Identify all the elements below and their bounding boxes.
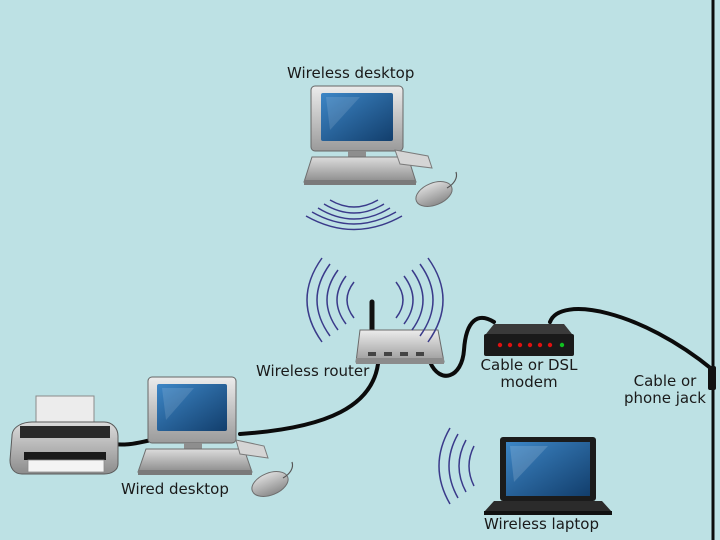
modem-icon xyxy=(484,324,574,356)
modem-label-line1: Cable or DSL xyxy=(480,356,578,374)
cable-modem-to-jack xyxy=(548,307,715,372)
phone-jack-label-line1: Cable or xyxy=(633,372,697,390)
printer-icon xyxy=(9,395,119,475)
wireless-signal-icon xyxy=(395,257,444,343)
modem-label-line2: modem xyxy=(500,373,558,391)
laptop-icon xyxy=(484,437,612,515)
wall-jack-icon xyxy=(708,366,716,390)
wireless-laptop-label: Wireless laptop xyxy=(484,515,599,533)
wireless-signal-icon xyxy=(438,427,475,505)
phone-jack-label-line2: phone jack xyxy=(623,389,706,407)
wireless-desktop-computer-icon xyxy=(303,85,433,185)
wireless-signal-icon xyxy=(306,257,355,343)
mouse-icon xyxy=(415,171,458,207)
mouse-icon xyxy=(251,461,294,497)
wireless-desktop-label: Wireless desktop xyxy=(287,64,415,82)
modem-label: Cable or DSL modem xyxy=(472,357,586,391)
wireless-router-icon xyxy=(355,299,445,364)
phone-jack-label: Cable or phone jack xyxy=(618,373,712,407)
wireless-router-label: Wireless router xyxy=(256,362,370,380)
cable-router-to-wired-desktop xyxy=(238,362,380,436)
wireless-signal-icon xyxy=(305,199,403,231)
network-cables xyxy=(110,307,715,447)
wired-desktop-computer-icon xyxy=(137,376,269,475)
cable-router-to-modem xyxy=(428,315,496,378)
wired-desktop-label: Wired desktop xyxy=(121,480,229,498)
